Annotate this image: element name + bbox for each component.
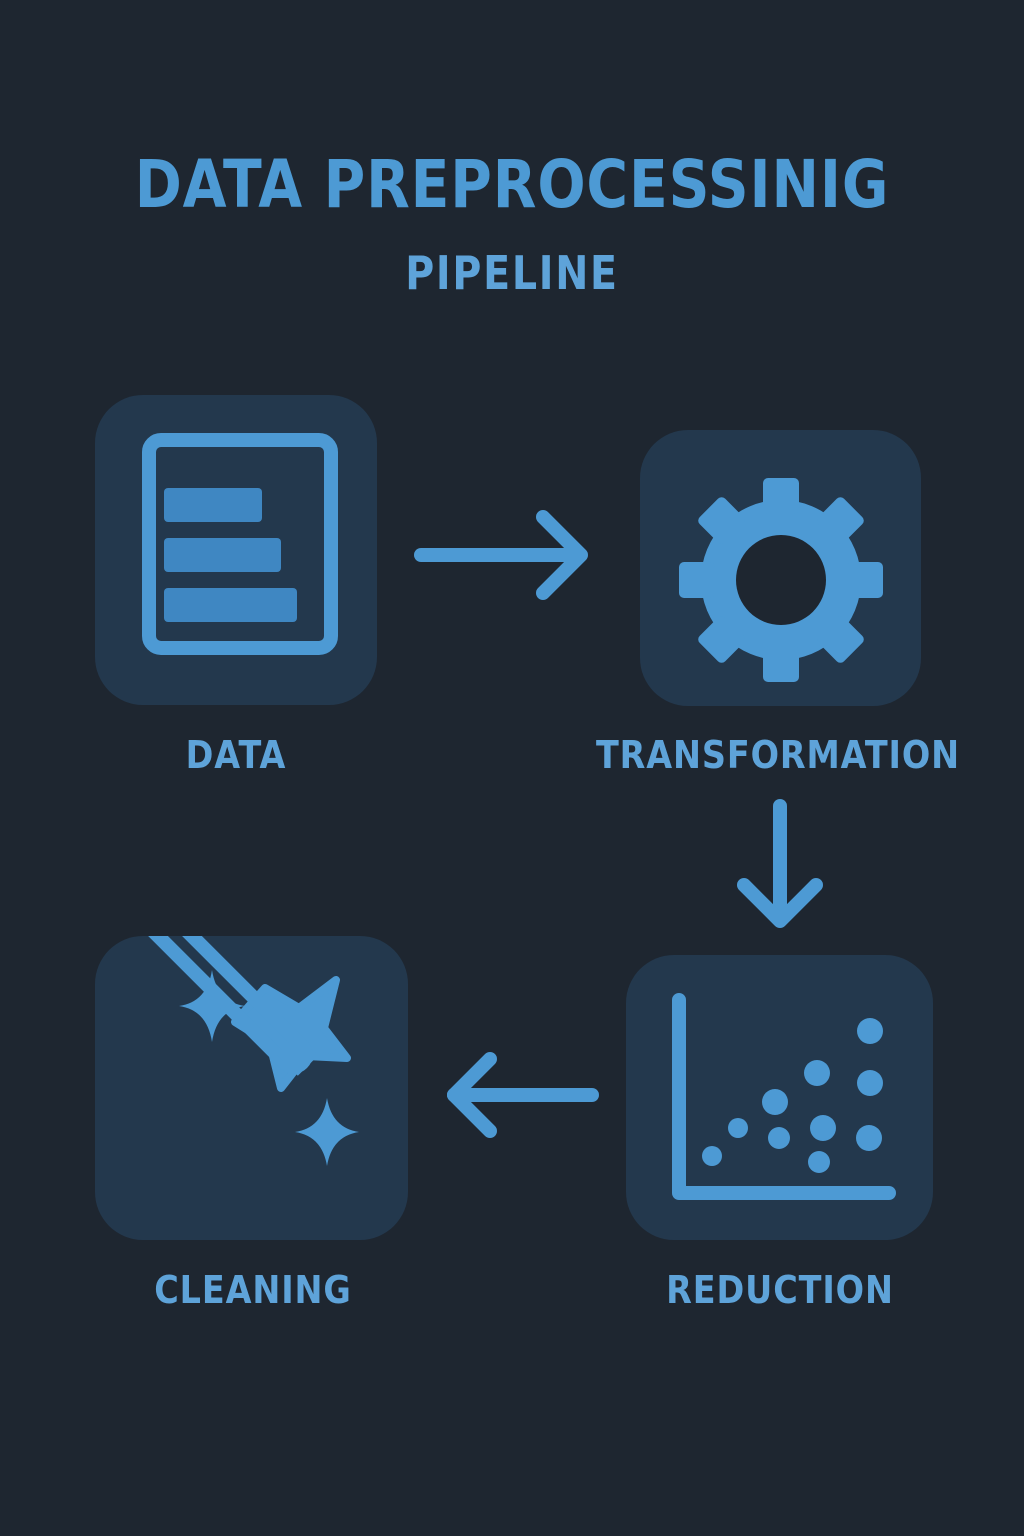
scatter-plot-icon bbox=[672, 993, 896, 1200]
step-tile-transformation bbox=[640, 430, 921, 706]
arrow-down-icon bbox=[730, 790, 830, 935]
document-icon bbox=[142, 433, 338, 655]
page-title: DATA PREPROCESSINIG bbox=[134, 146, 890, 223]
gear-icon bbox=[679, 478, 883, 682]
arrow-left-icon bbox=[440, 1045, 610, 1145]
arrow-right-icon bbox=[405, 505, 595, 605]
step-label-cleaning: CLEANING bbox=[154, 1268, 352, 1312]
step-label-data: DATA bbox=[185, 733, 287, 777]
step-tile-reduction bbox=[626, 955, 933, 1240]
page-subtitle: PIPELINE bbox=[405, 246, 619, 300]
step-tile-cleaning bbox=[95, 936, 408, 1240]
magic-wand-icon bbox=[138, 936, 359, 1166]
step-label-reduction: REDUCTION bbox=[666, 1268, 894, 1312]
step-label-transformation: TRANSFORMATION bbox=[595, 733, 961, 777]
step-tile-data bbox=[95, 395, 377, 705]
